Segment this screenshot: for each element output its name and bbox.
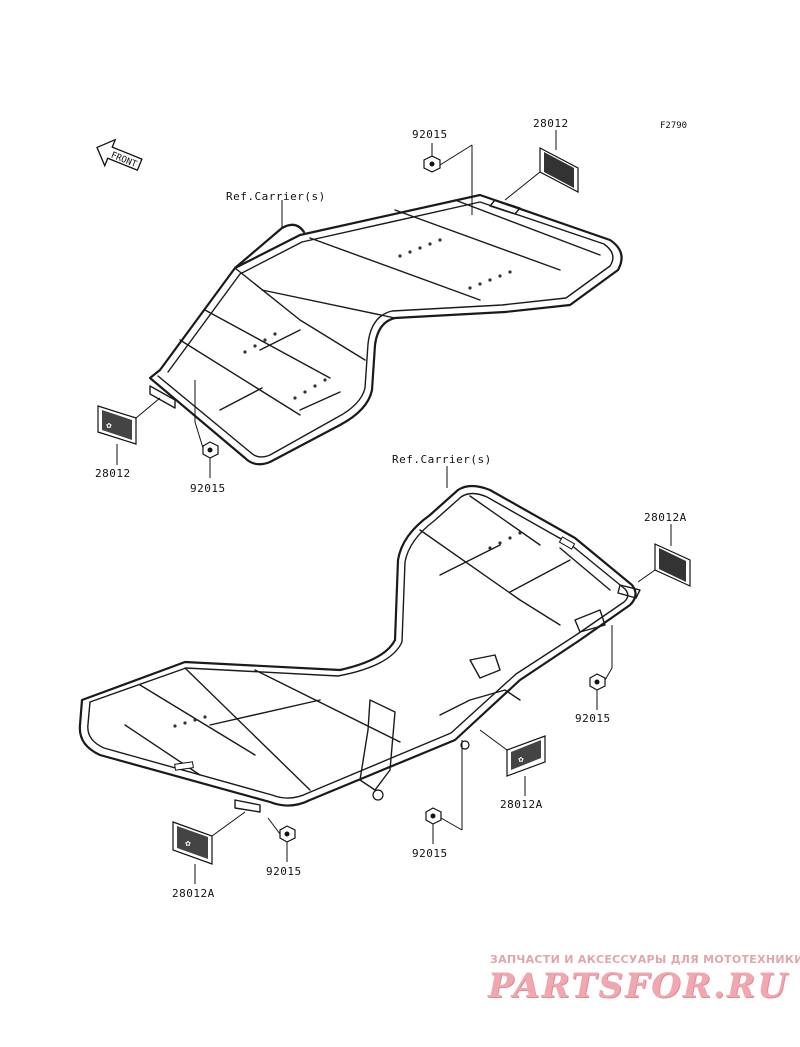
svg-text:✿: ✿ bbox=[185, 840, 191, 848]
nut-center bbox=[425, 807, 442, 825]
svg-text:✿: ✿ bbox=[518, 756, 524, 764]
nut-bottom bbox=[279, 825, 296, 843]
callout-top-nut: 92015 bbox=[412, 128, 448, 141]
callout-right-nut: 92015 bbox=[575, 712, 611, 725]
reflector-center: ✿ bbox=[479, 729, 546, 777]
reflector-left: ✿ bbox=[97, 397, 161, 445]
leader-lines bbox=[116, 130, 672, 884]
callout-bottom-nut: 92015 bbox=[266, 865, 302, 878]
callout-right-reflector: 28012A bbox=[644, 511, 687, 524]
front-arrow-icon: FRONT bbox=[96, 138, 143, 172]
reflector-right bbox=[637, 543, 691, 587]
svg-text:✿: ✿ bbox=[106, 422, 112, 430]
callout-left-reflector: 28012 bbox=[95, 467, 131, 480]
figure-code: F2790 bbox=[660, 121, 687, 131]
watermark-logo: PARTSFOR.RU bbox=[488, 966, 789, 1006]
reflector-top-right bbox=[504, 147, 579, 201]
callout-center-nut: 92015 bbox=[412, 847, 448, 860]
callout-center-reflector: 28012A bbox=[500, 798, 543, 811]
callout-bottom-reflector: 28012A bbox=[172, 887, 215, 900]
callout-top-reflector: 28012 bbox=[533, 117, 569, 130]
ref-carrier-bottom: Ref.Carrier(s) bbox=[392, 453, 492, 466]
watermark-tagline: ЗАПЧАСТИ И АКСЕССУАРЫ ДЛЯ МОТОТЕХНИКИ bbox=[490, 953, 800, 966]
ref-carrier-top: Ref.Carrier(s) bbox=[226, 190, 326, 203]
nut-top bbox=[423, 155, 441, 173]
front-carrier-frame bbox=[148, 193, 623, 466]
rear-carrier-frame bbox=[78, 484, 641, 813]
reflector-bottom-left: ✿ bbox=[172, 811, 246, 865]
nut-right bbox=[589, 673, 606, 691]
callout-left-nut: 92015 bbox=[190, 482, 226, 495]
nut-left bbox=[202, 441, 219, 459]
